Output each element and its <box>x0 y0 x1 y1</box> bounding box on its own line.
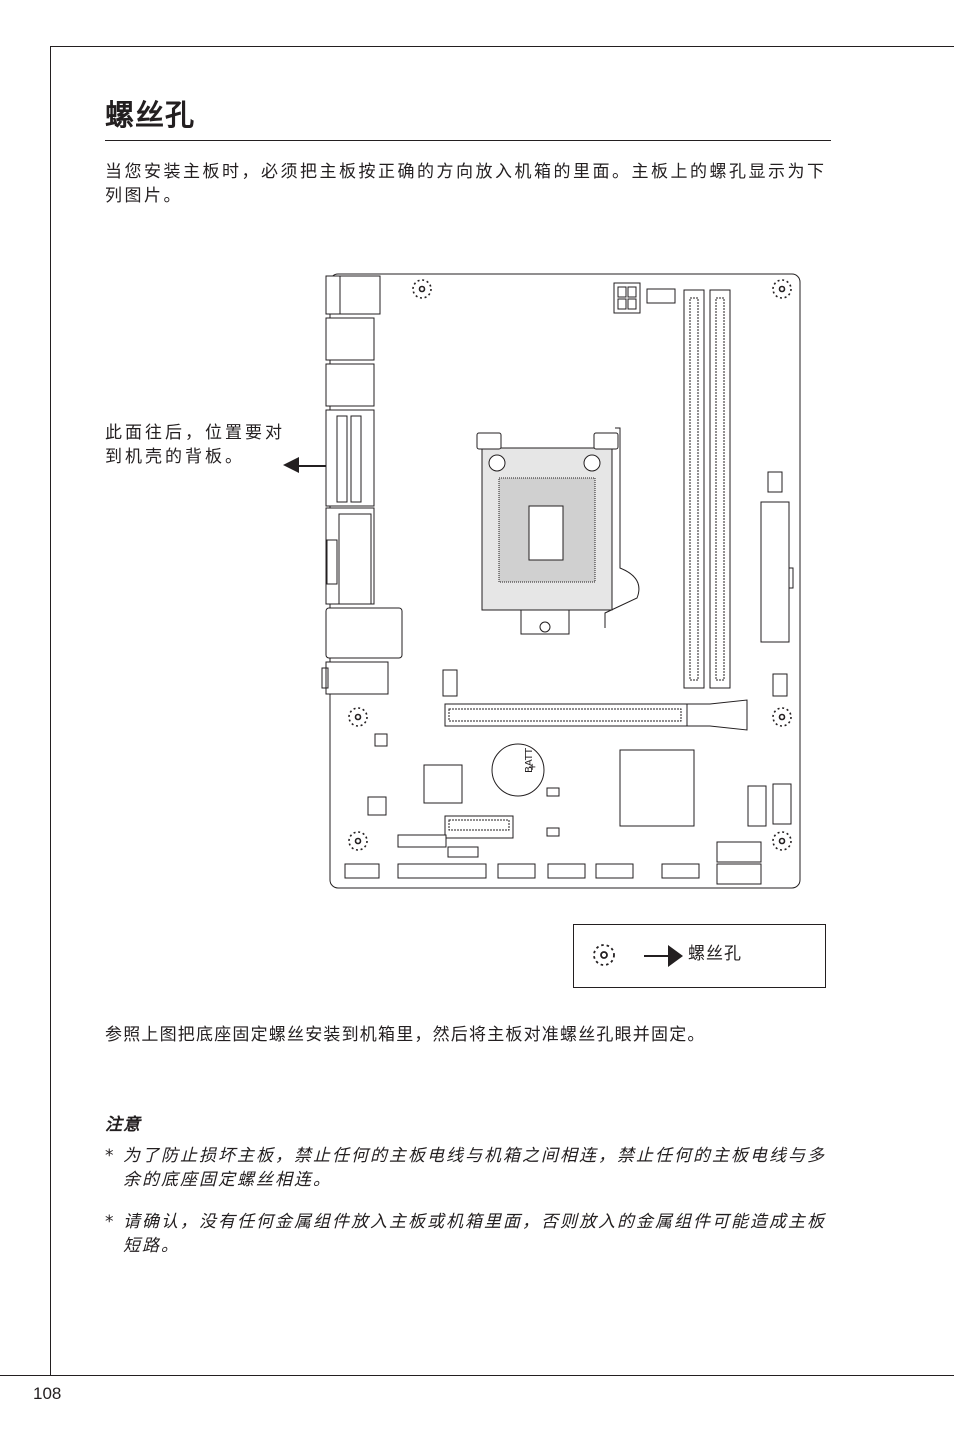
memory-slots <box>683 289 731 689</box>
page-number: 108 <box>33 1384 62 1403</box>
chip <box>374 733 388 747</box>
cpu-fan-header <box>646 288 676 304</box>
arrow-left-icon <box>283 457 299 473</box>
sata-ports <box>716 783 792 885</box>
legend-arrow-line <box>644 955 670 957</box>
io-panel <box>321 275 403 695</box>
screw-hole-icon <box>348 707 368 727</box>
frame-bottom-line <box>0 1375 954 1376</box>
frame-top-line <box>50 46 954 47</box>
screw-hole-icon <box>348 831 368 851</box>
cpu-socket <box>476 427 640 635</box>
note-bullet: * <box>105 1146 116 1166</box>
battery-label: BATT <box>524 747 535 773</box>
note-item: * 请确认，没有任何金属组件放入主板或机箱里面，否则放入的金属组件可能造成主板短… <box>105 1210 835 1258</box>
frame-left-line <box>50 46 51 1375</box>
chipset <box>619 749 695 827</box>
fan-header <box>442 669 458 697</box>
orientation-note: 此面往后，位置要对到机壳的背板。 <box>105 423 285 467</box>
notes-title: 注意 <box>105 1115 141 1135</box>
notes-list: * 为了防止损坏主板，禁止任何的主板电线与机箱之间相连，禁止任何的主板电线与多余… <box>105 1144 835 1276</box>
pcie-x1-slot <box>444 815 514 839</box>
battery-plus: + <box>528 762 536 773</box>
screw-hole-icon <box>772 707 792 727</box>
orientation-arrow-line <box>298 465 328 467</box>
motherboard-diagram: BATT + <box>321 273 801 889</box>
screw-hole-icon <box>772 831 792 851</box>
battery <box>491 743 545 797</box>
legend-label: 螺丝孔 <box>688 944 742 964</box>
screw-hole-icon <box>772 279 792 299</box>
note-bullet: * <box>105 1212 116 1232</box>
screw-hole-icon <box>412 279 432 299</box>
note-item: * 为了防止损坏主板，禁止任何的主板电线与机箱之间相连，禁止任何的主板电线与多余… <box>105 1144 835 1192</box>
chip <box>423 764 463 804</box>
bottom-headers <box>344 787 700 879</box>
atx-power-connector <box>760 501 790 643</box>
screw-hole-icon <box>593 944 615 966</box>
instruction-paragraph: 参照上图把底座固定螺丝安装到机箱里，然后将主板对准螺丝孔眼并固定。 <box>105 1025 706 1045</box>
arrow-right-icon <box>668 945 683 967</box>
page-title: 螺丝孔 <box>105 98 196 132</box>
chip <box>367 796 387 816</box>
legend-box: 螺丝孔 <box>573 924 826 988</box>
pcie-x16-slot <box>444 699 748 731</box>
intro-paragraph: 当您安装主板时，必须把主板按正确的方向放入机箱的里面。主板上的螺孔显示为下列图片… <box>105 162 827 206</box>
note-text: 请确认，没有任何金属组件放入主板或机箱里面，否则放入的金属组件可能造成主板短路。 <box>123 1212 826 1256</box>
note-text: 为了防止损坏主板，禁止任何的主板电线与机箱之间相连，禁止任何的主板电线与多余的底… <box>123 1146 826 1190</box>
title-rule <box>105 140 831 141</box>
